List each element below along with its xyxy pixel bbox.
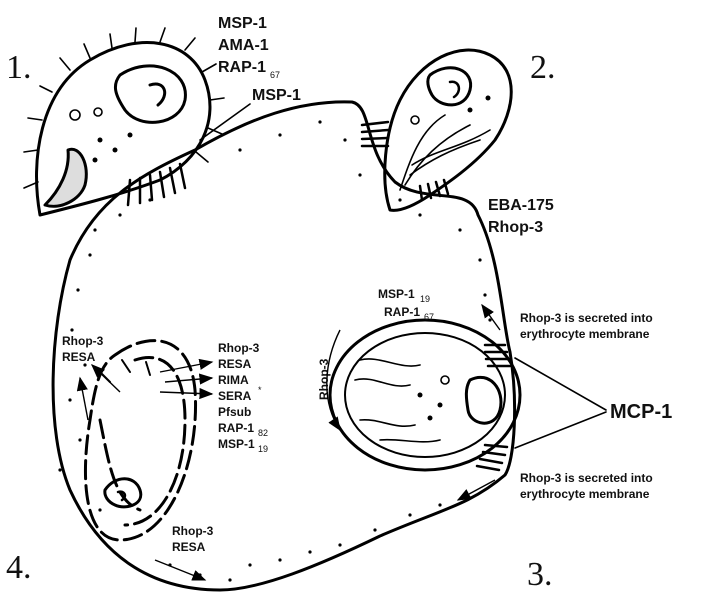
stage4-list-arrows [160,362,212,394]
stage4-left-arrow [80,378,88,420]
mcp1-label: MCP-1 [610,401,672,423]
stage-number-1: 1. [6,49,32,86]
merozoite-stage-1 [24,28,224,215]
secreted-top-line1: Rhop-3 is secreted into [520,311,653,325]
stage1-protein-ama1: AMA-1 [218,37,269,54]
stage4-bottom-rhop3: Rhop-3 [172,524,214,538]
stage4-list-rima: RIMA [218,373,249,387]
stage4-list-pfsub: Pfsub [218,405,251,419]
mcp1-pointer-lower [515,412,606,448]
stage3-protein-rap1: RAP-1 [384,305,420,319]
merozoite-stage-4 [85,341,195,540]
mcp1-pointer-upper [515,358,606,410]
stage3-protein-msp1: MSP-1 [378,287,415,301]
stage2-protein-eba175: EBA-175 [488,197,554,214]
stage-number-3: 3. [527,556,553,593]
stage4-bottom-resa: RESA [172,540,206,554]
stage4-left-rhop3: Rhop-3 [62,334,104,348]
stage4-rap1-subscript: 82 [258,428,268,438]
stage4-list-resa: RESA [218,357,252,371]
stage4-left-resa: RESA [62,350,96,364]
merozoite-stage-2 [362,50,511,210]
stage2-protein-rhop3: Rhop-3 [488,219,543,236]
secreted-bottom-arrow [458,480,495,500]
stage1-msp1-pointer-label: MSP-1 [252,87,301,104]
stage3-msp1-subscript: 19 [420,294,430,304]
stage4-protein-list: Rhop-3 RESA RIMA SERA * Pfsub RAP-1 82 M… [218,341,268,454]
stage4-list-sera: SERA [218,389,252,403]
secreted-top-line2: erythrocyte membrane [520,327,650,341]
stage4-bottom-arrow [155,560,205,580]
erythrocyte-membrane [53,102,515,590]
secreted-bottom-line1: Rhop-3 is secreted into [520,471,653,485]
stage1-protein-msp1: MSP-1 [218,15,267,32]
merozoite-stage-3 [330,320,520,470]
stage4-list-rhop3: Rhop-3 [218,341,260,355]
stage3-rap1-subscript: 67 [424,312,434,322]
secreted-top-arrow [482,305,500,330]
secreted-bottom-line2: erythrocyte membrane [520,487,650,501]
stage4-sera-mark: * [258,385,262,395]
stage1-rap1-subscript: 67 [270,70,280,80]
stage-number-2: 2. [530,49,556,86]
stage4-msp1-subscript: 19 [258,444,268,454]
stage4-list-msp1: MSP-1 [218,437,255,451]
stage4-list-rap1: RAP-1 [218,421,254,435]
stage-number-4: 4. [6,549,32,586]
stage1-protein-rap1: RAP-1 [218,59,266,76]
